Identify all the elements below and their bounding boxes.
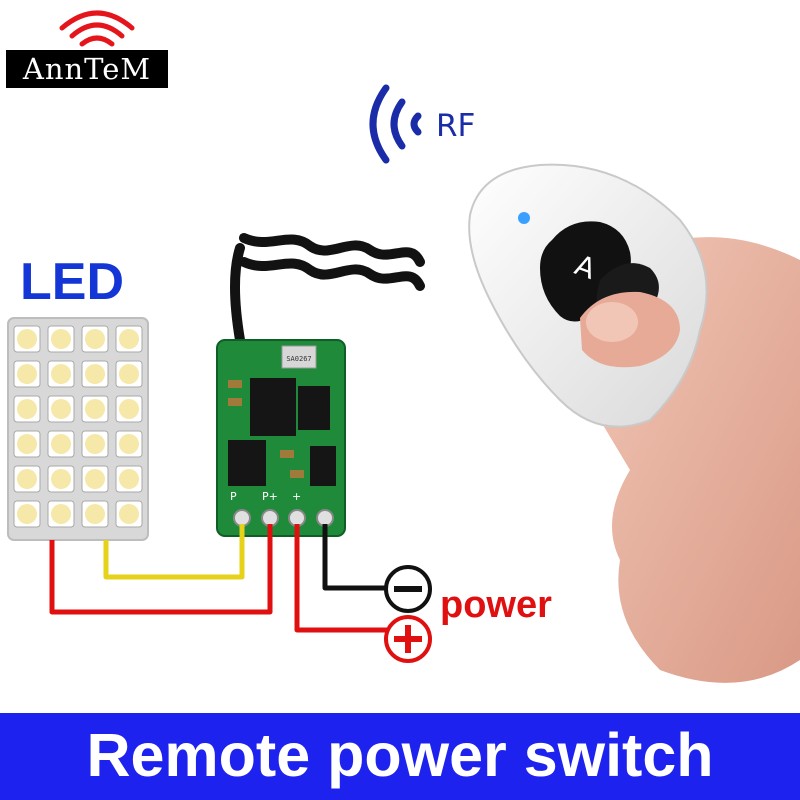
terminal-pad-4 [316, 509, 334, 527]
led-chip-phosphor [17, 399, 37, 419]
wire-yellow [103, 524, 245, 580]
remote-control: A [468, 163, 708, 428]
led-chip-phosphor [119, 504, 139, 524]
terminal-pad-3 [288, 509, 306, 527]
rf-label: RF [436, 108, 476, 144]
led-chip-phosphor [51, 364, 71, 384]
led-chip-phosphor [85, 329, 105, 349]
led-indicator-icon [518, 212, 530, 224]
rf-signal-icon [369, 84, 422, 164]
led-chip-phosphor [85, 364, 105, 384]
led-chip-phosphor [51, 329, 71, 349]
led-chip-phosphor [17, 434, 37, 454]
minus-circle-icon [384, 565, 432, 613]
plus-circle-icon [384, 615, 432, 663]
led-chip-phosphor [17, 329, 37, 349]
pcb-silk-p: P [230, 490, 237, 503]
ic-chip-secondary [298, 386, 330, 430]
brand-logo: AnnTeM [6, 50, 168, 88]
led-chip-phosphor [51, 399, 71, 419]
bottom-banner: Remote power switch [0, 705, 800, 800]
pcb-silk-p-plus: P+ [262, 490, 278, 503]
pcb-board: SA0267 P+ P + [216, 339, 346, 537]
led-chip-phosphor [51, 434, 71, 454]
wiring [49, 524, 388, 633]
led-chip-phosphor [85, 469, 105, 489]
chip-marking: SA0267 [286, 355, 311, 363]
led-label: LED [20, 253, 124, 311]
pcb-silk-plus: + [292, 490, 301, 503]
led-chip-phosphor [85, 504, 105, 524]
power-label: power [440, 584, 552, 626]
terminal-pad-1 [233, 509, 251, 527]
led-chip-phosphor [119, 469, 139, 489]
led-chip-grid [13, 325, 143, 528]
antenna-coil [230, 233, 425, 345]
mosfet [228, 440, 266, 486]
ic-chip-main [250, 378, 296, 436]
terminal-pad-2 [261, 509, 279, 527]
led-chip-phosphor [119, 364, 139, 384]
led-chip-phosphor [119, 434, 139, 454]
led-chip-phosphor [51, 469, 71, 489]
led-chip-phosphor [119, 329, 139, 349]
led-chip-phosphor [17, 504, 37, 524]
crystal-oscillator [281, 345, 317, 369]
led-panel [7, 317, 149, 541]
wire-black [322, 524, 388, 591]
wifi-signal-icon [59, 10, 135, 47]
led-chip-phosphor [85, 399, 105, 419]
led-chip-phosphor [51, 504, 71, 524]
led-chip-phosphor [17, 469, 37, 489]
led-chip-phosphor [17, 364, 37, 384]
wire-red-power [294, 524, 388, 633]
thumb [580, 291, 680, 368]
wire-red-led [49, 524, 273, 615]
diode [310, 446, 336, 486]
led-chip-phosphor [85, 434, 105, 454]
led-chip-phosphor [119, 399, 139, 419]
